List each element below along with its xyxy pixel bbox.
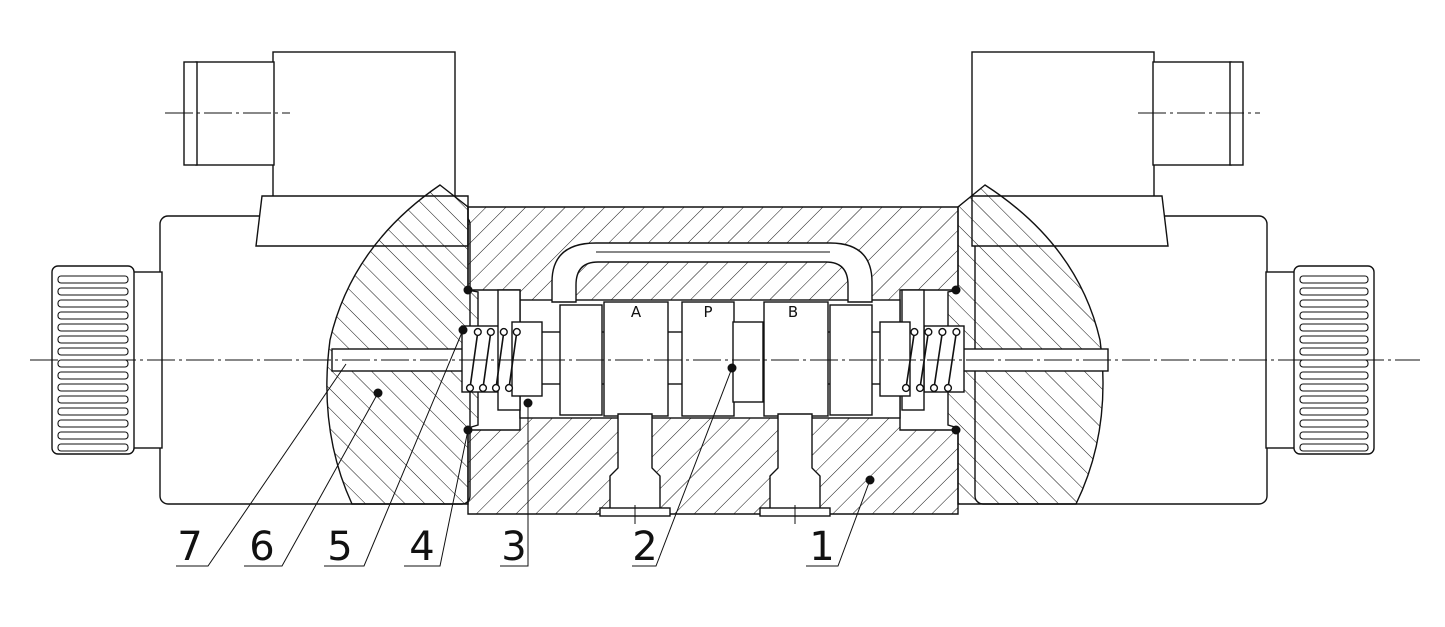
spring-coil-end — [901, 383, 911, 393]
spring-coil-end — [915, 383, 925, 393]
callout-6: 6 — [249, 524, 274, 570]
spring-coil-end — [499, 327, 508, 337]
spring-coil-end — [952, 327, 961, 337]
spool-land-b — [763, 301, 829, 417]
right-connector-cap — [1229, 61, 1244, 166]
knob-rib — [57, 383, 129, 392]
knob-rib — [57, 407, 129, 416]
spring-coil — [919, 331, 930, 389]
knob-rib — [57, 311, 129, 320]
spool — [535, 301, 897, 417]
callout-3: 3 — [501, 524, 526, 570]
knob-rib — [57, 359, 129, 368]
knob-rib — [1299, 419, 1369, 428]
spring-coil-end — [504, 383, 514, 393]
knob-rib — [57, 395, 129, 404]
spool-land-a — [603, 301, 669, 417]
spring-coil-end — [512, 327, 521, 337]
callout-leaders — [176, 329, 871, 567]
spool-land-p — [681, 301, 735, 417]
knob-rib — [1299, 347, 1369, 356]
spring-coil-end — [478, 383, 488, 393]
knob-rib — [57, 335, 129, 344]
right-connector-body — [1152, 61, 1232, 166]
left-spring-assembly — [461, 289, 543, 411]
port-b-label: B — [788, 303, 798, 321]
spring-coil-end — [491, 383, 501, 393]
knob-rib — [1299, 287, 1369, 296]
right-spring-assembly — [879, 289, 965, 411]
knob-rib — [1299, 299, 1369, 308]
knob-rib — [1299, 407, 1369, 416]
port-p-label: P — [703, 303, 712, 321]
knob-rib — [1299, 383, 1369, 392]
knob-rib — [57, 431, 129, 440]
knob-rib — [1299, 323, 1369, 332]
right-coil-box — [971, 51, 1155, 198]
port-a-label: A — [631, 303, 642, 321]
knob-rib — [1299, 359, 1369, 368]
left-connector-cap — [183, 61, 198, 166]
spring-coil-end — [473, 327, 482, 337]
callout-7: 7 — [177, 524, 202, 570]
spring-coil-end — [943, 383, 953, 393]
spring-coil-end — [929, 383, 939, 393]
left-coil-box — [272, 51, 456, 198]
callout-2: 2 — [632, 524, 657, 570]
spring-coil-end — [486, 327, 495, 337]
knob-rib — [57, 323, 129, 332]
callout-numbers: 7 6 5 4 3 2 1 — [177, 524, 834, 570]
knob-rib — [57, 443, 129, 452]
knob-rib — [1299, 311, 1369, 320]
pressure-bridge-channel — [551, 242, 873, 303]
spring-coil-end — [465, 383, 475, 393]
knob-rib — [1299, 395, 1369, 404]
knob-rib — [57, 371, 129, 380]
knob-rib — [57, 347, 129, 356]
spring-coil-end — [924, 327, 933, 337]
knob-rib — [1299, 335, 1369, 344]
knob-rib — [57, 419, 129, 428]
spring-coil-end — [938, 327, 947, 337]
knob-rib — [57, 299, 129, 308]
knob-rib — [1299, 431, 1369, 440]
spool-land-center — [732, 321, 764, 403]
knob-rib — [57, 275, 129, 284]
callout-5: 5 — [327, 524, 352, 570]
knob-rib — [1299, 371, 1369, 380]
knob-rib — [57, 287, 129, 296]
knob-rib — [1299, 275, 1369, 284]
spring-coil-end — [910, 327, 919, 337]
knob-rib — [1299, 443, 1369, 452]
left-connector-body — [195, 61, 275, 166]
callout-1: 1 — [809, 524, 834, 570]
left-solenoid-core — [326, 184, 479, 505]
callout-4: 4 — [409, 524, 434, 570]
